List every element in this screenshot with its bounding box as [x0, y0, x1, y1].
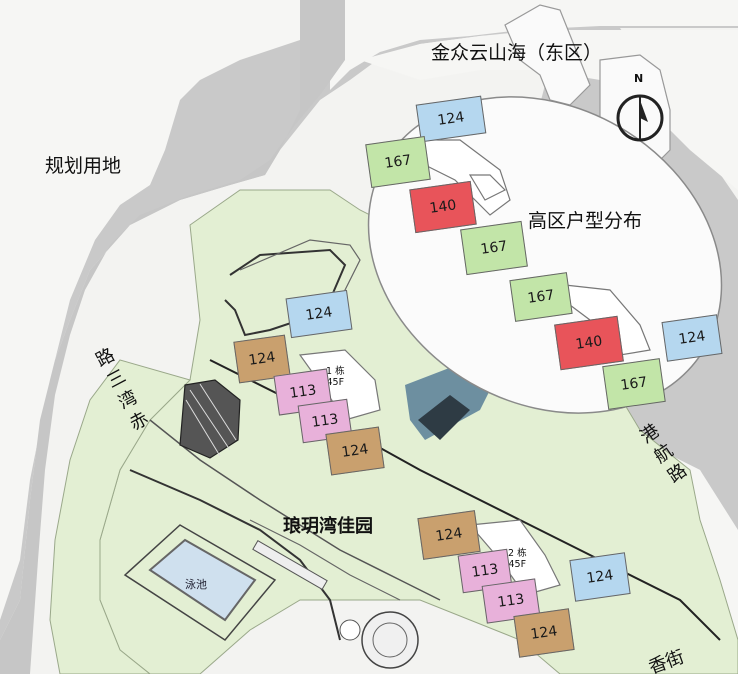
unit-area-block: 167: [365, 136, 431, 188]
unit-area-block: 140: [554, 315, 624, 371]
unit-area-block: 140: [409, 180, 477, 234]
pool-deck: [123, 524, 277, 641]
building-frame-2: [239, 239, 361, 301]
site-outline-2: [149, 419, 441, 601]
building-2-name: 2 栋: [508, 548, 527, 559]
unit-area-block: 167: [602, 358, 666, 410]
building-1-label: 1 栋 45F: [326, 366, 345, 388]
road-north-band: [0, 0, 345, 674]
path-block-1: [252, 539, 328, 591]
pool: [148, 538, 257, 622]
planning-land-label: 规划用地: [45, 155, 122, 177]
pool-label: 泳池: [185, 578, 207, 591]
unit-area-block: 124: [325, 426, 385, 476]
building-2-floors: 45F: [508, 559, 527, 570]
unit-area-block: 124: [417, 510, 481, 560]
courtyard-wall-2: [249, 519, 401, 601]
garden-label: 琅玥湾佳园: [283, 516, 373, 537]
building-1-name: 1 栋: [326, 366, 345, 377]
district-east-label: 金众云山海（东区）: [431, 42, 603, 64]
playground: [339, 611, 419, 669]
unit-area-block: 124: [569, 552, 631, 602]
site-green-west: [49, 359, 191, 674]
unit-area-block: 167: [460, 220, 528, 276]
lot-north-white: [330, 0, 738, 90]
north-arrow-icon: [616, 94, 664, 142]
unit-area-block: 124: [285, 289, 353, 339]
east-building-1: [504, 4, 591, 106]
north-label: N: [634, 72, 644, 85]
building-1-floors: 45F: [326, 377, 345, 388]
planning-land-lot: [0, 0, 300, 620]
pavilion-hatch: [179, 379, 241, 459]
building-2-label: 2 栋 45F: [508, 548, 527, 570]
courtyard-wall-1: [129, 469, 341, 641]
water-dark: [418, 395, 470, 440]
road-north-curve: [0, 0, 738, 640]
unit-area-block: 167: [509, 272, 573, 322]
unit-area-block: 124: [661, 314, 723, 362]
unit-area-block: 124: [513, 608, 575, 658]
high-zone-label: 高区户型分布: [528, 210, 643, 232]
